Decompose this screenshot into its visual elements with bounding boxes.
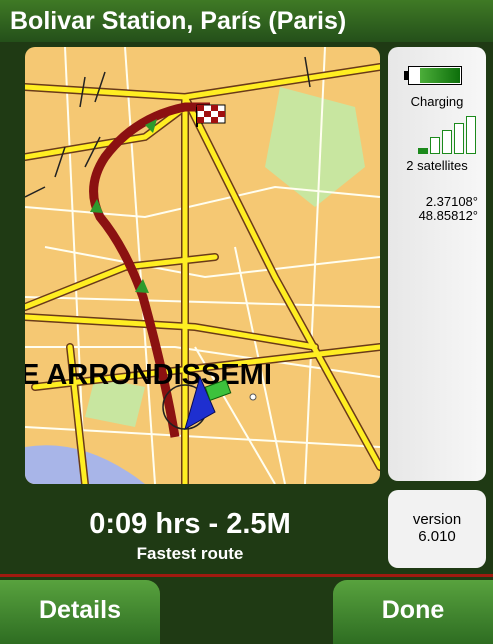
- details-button[interactable]: Details: [0, 580, 160, 644]
- version-label: version: [412, 511, 462, 528]
- park-area: [85, 377, 145, 427]
- route-eta: 0:09 hrs - 2.5M: [89, 508, 291, 540]
- done-button[interactable]: Done: [333, 580, 493, 644]
- battery-fill: [420, 68, 460, 83]
- longitude-value: 2.37108°: [425, 194, 478, 209]
- current-position-icon: [162, 375, 257, 431]
- park-area: [265, 87, 365, 207]
- map-view[interactable]: E ARRONDISSEMI: [25, 47, 380, 484]
- satellite-signal-icon: [418, 116, 478, 154]
- satellite-bar: [418, 148, 428, 154]
- divider: [0, 574, 493, 577]
- destination-flag-icon: [196, 104, 226, 127]
- battery-tip: [404, 71, 408, 80]
- charging-label: Charging: [410, 94, 464, 109]
- status-panel: Charging 2 satellites 2.37108° 48.85812°: [388, 47, 486, 481]
- satellite-bar: [430, 137, 440, 154]
- satellites-label: 2 satellites: [406, 158, 468, 173]
- satellite-bar: [454, 123, 464, 154]
- title-bar: Bolivar Station, París (Paris): [0, 0, 493, 42]
- version-box: version 6.010: [388, 490, 486, 568]
- satellite-bar: [466, 116, 476, 154]
- route-type: Fastest route: [136, 544, 244, 563]
- latitude-value: 48.85812°: [418, 208, 478, 223]
- satellite-bar: [442, 130, 452, 154]
- route-line: [89, 102, 210, 438]
- district-label: E ARRONDISSEMI: [25, 359, 272, 391]
- version-number: 6.010: [418, 528, 456, 545]
- battery-icon: [408, 66, 462, 85]
- route-summary: 0:09 hrs - 2.5M Fastest route: [0, 488, 380, 573]
